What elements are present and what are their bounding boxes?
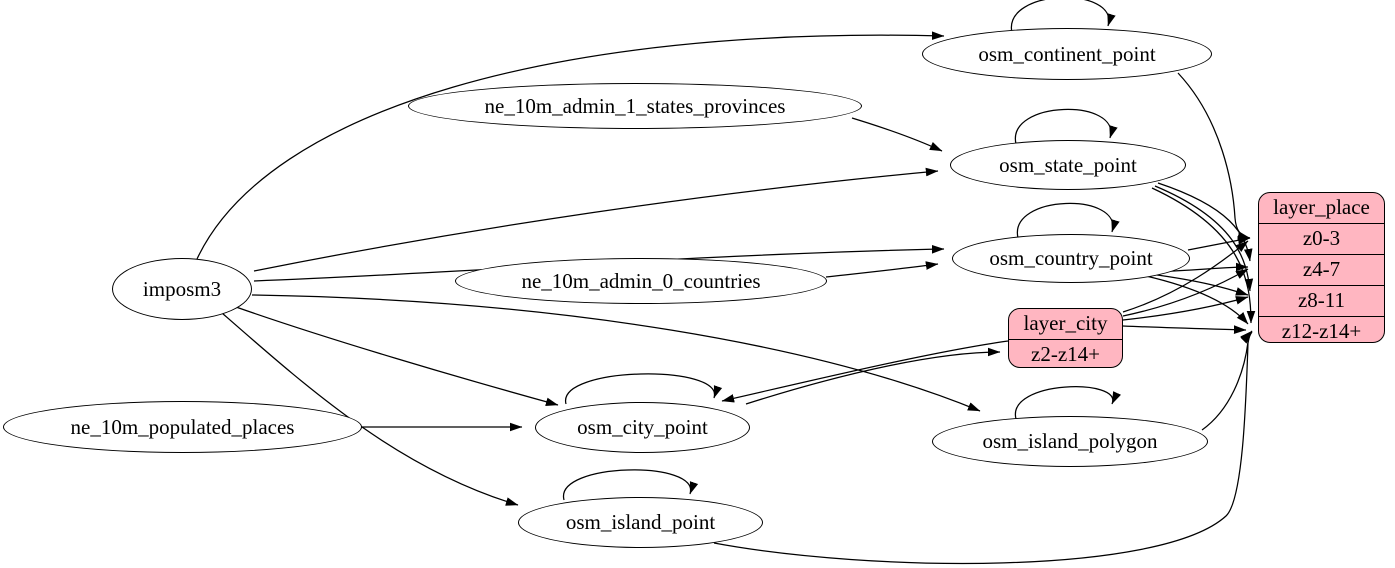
edge-osm-continent-point-to-osm-continent-point <box>1011 0 1116 34</box>
node-layer-place-row-z8-11: z8-11 <box>1259 285 1384 316</box>
edge-osm-country-point-to-layer-place-z8-11 <box>1149 273 1249 296</box>
edge-imposm3-to-osm-state-point <box>253 167 939 272</box>
edge-osm-country-point-to-layer-place-z0-3 <box>1187 235 1251 251</box>
edge-layer-city-to-layer-place-z0-3 <box>1122 240 1249 313</box>
node-layer-city-row-z2-z14: z2-z14+ <box>1009 339 1122 367</box>
edge-osm-island-point-to-layer-place-z12-z14- <box>713 331 1253 565</box>
node-osm-island-polygon-label: osm_island_polygon <box>982 429 1158 453</box>
edge-osm-city-point-to-layer-city-z2-z14- <box>745 347 1001 405</box>
node-layer-place: layer_place z0-3 z4-7 z8-11 z12-z14+ <box>1258 192 1385 343</box>
node-imposm3-label: imposm3 <box>142 276 222 301</box>
node-layer-place-row-z0-3: z0-3 <box>1259 223 1384 254</box>
node-ne-10m-admin-1-states-provinces-label: ne_10m_admin_1_states_provinces <box>484 93 786 118</box>
node-layer-place-title: layer_place <box>1273 195 1370 219</box>
node-ne-10m-admin-0-countries: ne_10m_admin_0_countries <box>455 258 827 304</box>
node-ne-10m-populated-places-label: ne_10m_populated_places <box>70 414 295 439</box>
node-osm-city-point-label: osm_city_point <box>577 415 708 439</box>
edge-layer-city-to-osm-city-point <box>721 340 1009 403</box>
node-layer-place-row-z4-7: z4-7 <box>1259 254 1384 285</box>
node-osm-state-point-label: osm_state_point <box>999 152 1137 177</box>
edge-osm-country-point-to-osm-country-point <box>1016 202 1120 239</box>
node-osm-island-polygon: osm_island_polygon <box>932 416 1208 467</box>
edge-imposm3-to-osm-island-polygon <box>251 294 981 412</box>
edge-imposm3-to-osm-city-point <box>235 306 559 406</box>
edge-osm-island-polygon-to-osm-island-polygon <box>1015 386 1121 420</box>
edge-osm-state-point-to-osm-state-point <box>1014 108 1118 145</box>
node-layer-place-row-z12-z14: z12-z14+ <box>1259 316 1384 342</box>
node-osm-country-point-label: osm_country_point <box>989 246 1153 270</box>
edge-layer-city-to-layer-place-z12-z14- <box>1122 325 1247 334</box>
node-osm-city-point: osm_city_point <box>535 402 750 453</box>
edge-osm-continent-point-to-layer-place-z0-3 <box>1177 72 1251 240</box>
edge-osm-state-point-to-layer-place-z8-11 <box>1154 185 1254 292</box>
edge-osm-island-point-to-osm-island-point <box>563 469 699 501</box>
edge-osm-state-point-to-layer-place-z12-z14- <box>1151 187 1256 324</box>
edge-osm-country-point-to-layer-place-z12-z14- <box>1145 275 1249 325</box>
node-osm-state-point: osm_state_point <box>950 140 1186 190</box>
node-ne-10m-admin-0-countries-label: ne_10m_admin_0_countries <box>521 268 761 293</box>
node-osm-island-point: osm_island_point <box>518 497 763 548</box>
edge-osm-city-point-to-osm-city-point <box>565 373 723 405</box>
node-osm-island-point-label: osm_island_point <box>565 510 716 534</box>
node-osm-country-point: osm_country_point <box>952 234 1190 283</box>
node-imposm3: imposm3 <box>112 258 252 320</box>
edge-ne-10m-admin-1-states-provinces-to-osm-state-point <box>851 117 943 152</box>
node-ne-10m-populated-places: ne_10m_populated_places <box>3 401 362 453</box>
edge-layer-city-to-layer-place-z8-11 <box>1122 296 1249 321</box>
edge-ne-10m-admin-0-countries-to-osm-country-point <box>825 261 939 278</box>
node-osm-continent-point-label: osm_continent_point <box>978 41 1156 66</box>
node-layer-city: layer_city z2-z14+ <box>1008 308 1123 368</box>
edge-layer-city-to-layer-place-z4-7 <box>1122 268 1249 317</box>
node-layer-city-title: layer_city <box>1023 311 1108 335</box>
node-ne-10m-admin-1-states-provinces: ne_10m_admin_1_states_provinces <box>408 83 862 129</box>
edge-osm-state-point-to-layer-place-z4-7 <box>1157 182 1253 262</box>
edge-imposm3-to-osm-continent-point <box>196 31 945 260</box>
node-osm-continent-point: osm_continent_point <box>922 28 1212 80</box>
